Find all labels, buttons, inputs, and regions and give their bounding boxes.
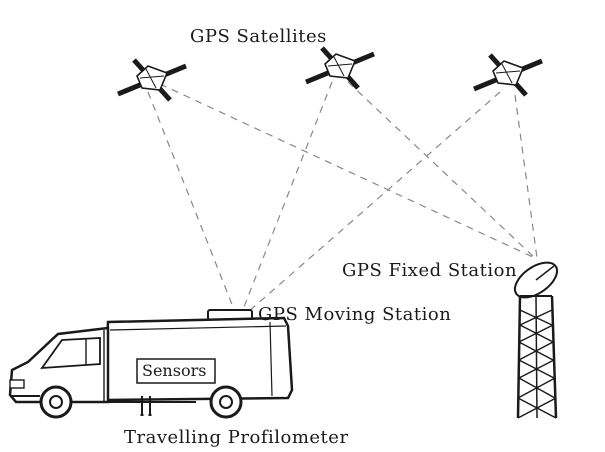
profilometer-truck-icon <box>8 309 294 419</box>
fixed-station-label: GPS Fixed Station <box>342 260 518 281</box>
satellites-label: GPS Satellites <box>190 26 327 47</box>
fixed-station-tower-icon <box>513 261 559 419</box>
sensors-box <box>136 358 216 384</box>
sensors-label: Sensors <box>142 361 207 380</box>
signal-line <box>514 94 538 259</box>
signal-line <box>147 91 236 313</box>
gps-satellite-icon <box>474 55 542 95</box>
signal-line <box>159 83 536 259</box>
signal-lines <box>147 81 538 313</box>
signal-line <box>247 91 501 313</box>
gps-satellite-icon <box>306 48 374 88</box>
profilometer-label: Travelling Profilometer <box>124 427 349 448</box>
moving-station-label: GPS Moving Station <box>258 304 452 325</box>
signal-line <box>347 81 536 259</box>
gps-satellite-icon <box>118 60 186 100</box>
signal-line <box>241 81 333 313</box>
